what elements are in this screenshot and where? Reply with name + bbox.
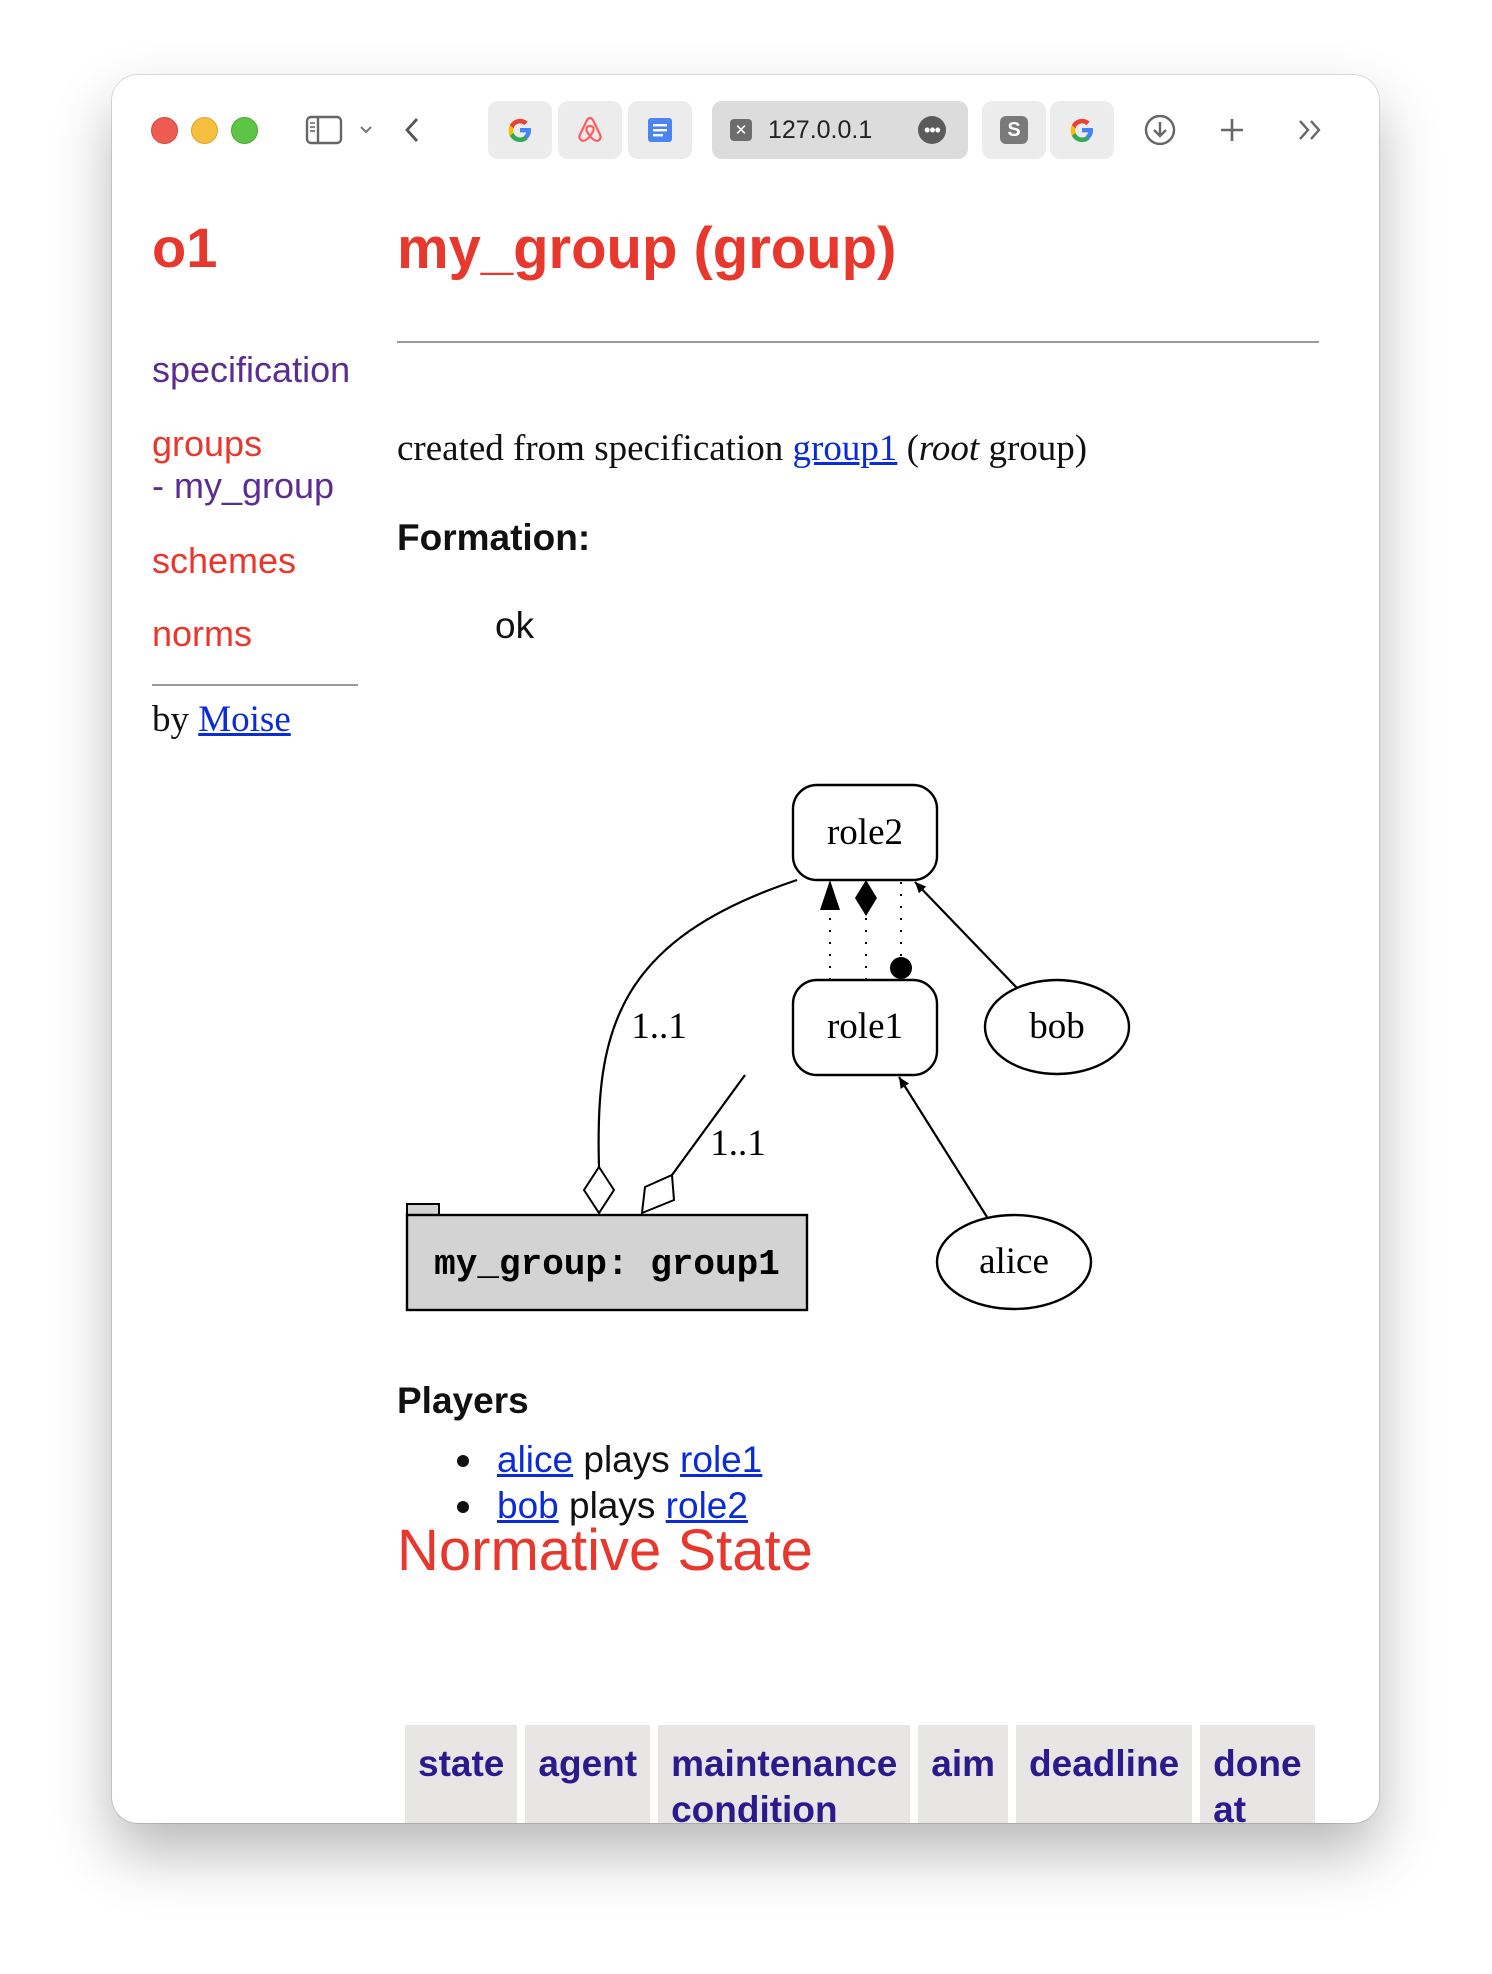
sidebar-item-specification[interactable]: specification [152, 349, 351, 390]
agent-link-bob[interactable]: bob [497, 1485, 559, 1526]
col-agent[interactable]: agent [525, 1725, 651, 1823]
close-icon[interactable]: ✕ [730, 119, 752, 141]
dot-endpoint-icon [890, 957, 912, 979]
formation-status: ok [495, 605, 535, 646]
list-item: bob plays role2 [457, 1483, 762, 1529]
more-icon[interactable]: ••• [918, 116, 946, 144]
diagram-node-role1: role1 [791, 978, 939, 1077]
normative-state-heading: Normative State [397, 1518, 813, 1583]
list-item: alice plays role1 [457, 1437, 762, 1483]
created-suffix: group) [979, 428, 1088, 469]
role1-label: role1 [827, 1006, 903, 1047]
sidebar-toggle-icon[interactable] [302, 101, 346, 159]
title-divider [397, 341, 1319, 343]
tab-s[interactable]: S [982, 101, 1046, 159]
bob-label: bob [1029, 1006, 1085, 1047]
airbnb-icon [578, 116, 602, 142]
players-list: alice plays role1 bob plays role2 [457, 1437, 762, 1529]
close-window-button[interactable] [151, 117, 178, 144]
players-heading: Players [397, 1380, 529, 1421]
page-title: my_group (group) [397, 216, 897, 281]
by-label: by [152, 699, 199, 740]
edge-group-role1 [671, 1074, 746, 1176]
edge-bob-role2 [914, 881, 1018, 989]
moise-link[interactable]: Moise [198, 699, 291, 740]
aggregation-diamond-icon-2 [640, 1173, 676, 1215]
back-icon[interactable] [394, 101, 430, 159]
normative-state-table: state agent maintenance condition aim de… [397, 1725, 1323, 1823]
sidebar-item-my-group[interactable]: - my_group [152, 465, 335, 506]
inherit-arrowhead-icon [820, 880, 840, 910]
col-state[interactable]: state [405, 1725, 518, 1823]
new-tab-icon[interactable] [1212, 101, 1252, 159]
edge-group-role2 [597, 878, 798, 1168]
plays-text: plays [558, 1485, 666, 1526]
google-docs-icon [648, 118, 672, 142]
sidebar-item-groups[interactable]: groups [152, 423, 263, 464]
col-done-at[interactable]: done at [1200, 1725, 1315, 1823]
diagram-node-role2: role2 [791, 783, 939, 882]
table-header-row: state agent maintenance condition aim de… [405, 1725, 1315, 1823]
google-icon [1070, 118, 1093, 142]
col-deadline[interactable]: deadline [1016, 1725, 1193, 1823]
browser-toolbar: ✕ 127.0.0.1 ••• S [112, 75, 1379, 181]
edge-label-role2-card: 1..1 [631, 1006, 687, 1047]
composition-diamond-icon [855, 880, 877, 916]
tab-airbnb[interactable] [558, 101, 622, 159]
download-icon[interactable] [1140, 101, 1180, 159]
agent-link-alice[interactable]: alice [497, 1439, 574, 1480]
created-prefix: created from specification [397, 428, 793, 469]
chevron-down-icon[interactable] [352, 101, 380, 159]
created-paren: ( [897, 428, 919, 469]
norm-table-container: state agent maintenance condition aim de… [397, 1695, 1327, 1823]
tab-google-docs[interactable] [628, 101, 692, 159]
diagram-node-alice: alice [935, 1213, 1093, 1311]
tab-url-label: 127.0.0.1 [768, 115, 873, 144]
site-logo: o1 [152, 216, 218, 279]
role-link-role2[interactable]: role2 [665, 1485, 748, 1526]
chevron-double-right-icon[interactable] [1290, 101, 1330, 159]
tab-google[interactable] [488, 101, 552, 159]
plays-text: plays [573, 1439, 681, 1480]
tab-active-localhost[interactable]: ✕ 127.0.0.1 ••• [712, 101, 968, 159]
role-link-role1[interactable]: role1 [680, 1439, 763, 1480]
col-maintenance-condition[interactable]: maintenance condition [658, 1725, 911, 1823]
spec-link-group1[interactable]: group1 [792, 428, 898, 469]
created-from-text: created from specification group1 (root … [397, 427, 1087, 470]
diagram-node-group: my_group: group1 [405, 1203, 809, 1312]
edge-label-role1-card: 1..1 [710, 1123, 766, 1164]
sidebar-divider [152, 684, 358, 686]
minimize-window-button[interactable] [191, 117, 218, 144]
diagram-node-bob: bob [983, 978, 1131, 1076]
credits: by Moise [152, 698, 291, 741]
google-icon [508, 118, 531, 142]
sidebar-item-norms[interactable]: norms [152, 613, 253, 654]
group-diagram: role2 role1 bob alice my_group: group1 [405, 783, 1131, 1312]
alice-label: alice [979, 1241, 1049, 1282]
sidebar-item-schemes[interactable]: schemes [152, 540, 297, 581]
zoom-window-button[interactable] [231, 117, 258, 144]
role2-label: role2 [827, 812, 903, 853]
tab-google-2[interactable] [1050, 101, 1114, 159]
group-label: my_group: group1 [434, 1244, 780, 1285]
edge-alice-role1 [898, 1076, 988, 1218]
s-icon: S [1000, 116, 1028, 144]
col-aim[interactable]: aim [918, 1725, 1009, 1823]
aggregation-diamond-icon [582, 1165, 616, 1215]
root-label: root [918, 428, 980, 469]
browser-window: ✕ 127.0.0.1 ••• S o1 specification [112, 75, 1379, 1823]
formation-label: Formation: [397, 517, 591, 558]
